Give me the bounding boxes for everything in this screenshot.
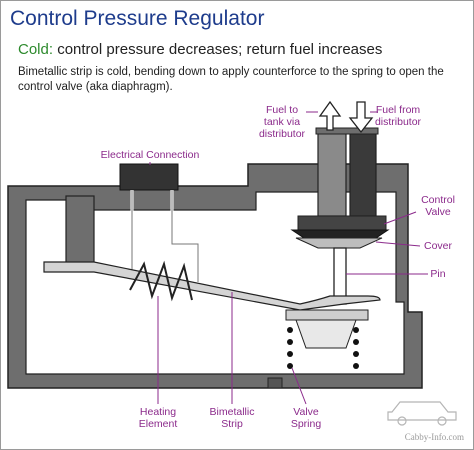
label-bimetallic-strip: Bimetallic Strip [209, 406, 255, 430]
control-valve [290, 229, 390, 239]
watermark: Cabby-Info.com [404, 432, 464, 442]
fuel-return-pipe [317, 131, 347, 217]
fuel-supply-pipe [349, 131, 377, 217]
description: Bimetallic strip is cold, bending down t… [18, 66, 444, 93]
valve-spring [287, 327, 359, 369]
label-fuel-from: Fuel from distributor [374, 104, 422, 128]
valve-chamber [297, 215, 387, 231]
spring-cup [295, 319, 357, 349]
page-title: Control Pressure Regulator [10, 7, 265, 30]
watermark-car-icon [387, 401, 457, 426]
heating-element [129, 260, 193, 302]
label-valve-spring: Valve Spring [290, 406, 322, 430]
label-control-valve: Control Valve [421, 194, 455, 218]
label-fuel-to-tank: Fuel to tank via distributor [258, 104, 306, 140]
leader-cover [375, 241, 421, 247]
left-block [65, 195, 95, 267]
leader-control-valve [383, 211, 417, 225]
bimetallic-strip [43, 261, 381, 311]
cover [295, 237, 383, 249]
cold-label: Cold: [18, 41, 54, 58]
arrow-down [348, 101, 374, 134]
label-heating-element: Heating Element [138, 406, 178, 430]
electrical-connector [119, 163, 179, 191]
spring-seat-top [285, 309, 369, 321]
bottom-tab [267, 377, 283, 389]
label-cover: Cover [423, 240, 452, 252]
arrow-up [318, 100, 342, 131]
label-pin: Pin [430, 268, 446, 280]
subtitle-text: control pressure decreases; return fuel … [53, 41, 383, 58]
label-electrical-connection: Electrical Connection [100, 149, 200, 161]
leader-spring [291, 367, 307, 405]
subtitle: Cold: control pressure decreases; return… [18, 41, 382, 58]
